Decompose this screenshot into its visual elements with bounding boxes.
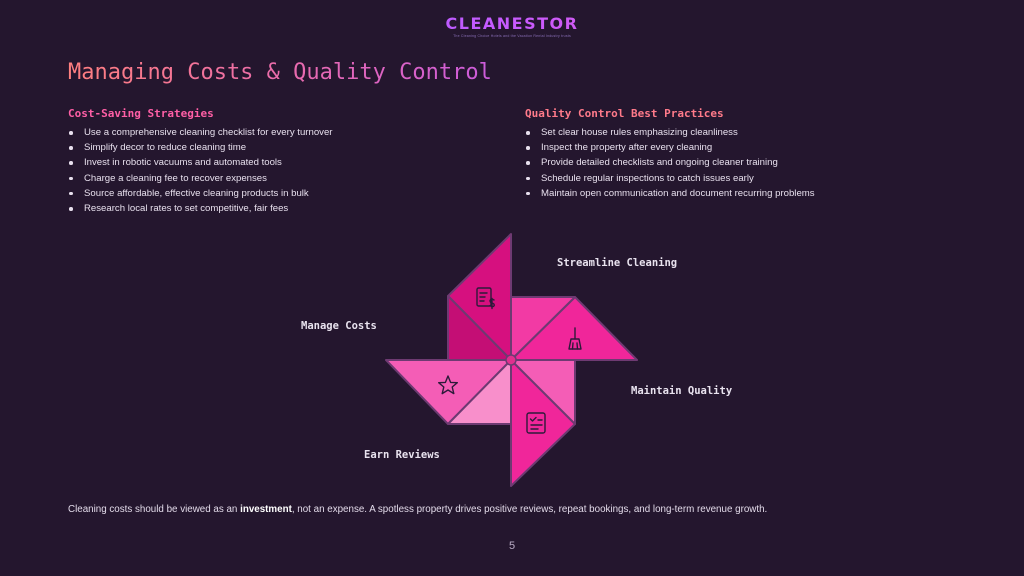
list-item: Research local rates to set competitive,… — [68, 201, 488, 216]
cost-saving-section: Cost-Saving Strategies Use a comprehensi… — [68, 107, 488, 216]
footer-emphasis: investment — [240, 504, 292, 515]
list-item: Simplify decor to reduce cleaning time — [68, 140, 488, 155]
page-title: Managing Costs & Quality Control — [68, 60, 492, 85]
brand-header: CLEANESTOR The Cleaning Choice Hotels an… — [0, 14, 1024, 38]
page-number: 5 — [508, 540, 516, 552]
footer-text-start: Cleaning costs should be viewed as an — [68, 504, 241, 515]
brand-tagline: The Cleaning Choice Hotels and the Vacat… — [453, 34, 571, 38]
brand-logo: CLEANESTOR — [0, 14, 1024, 33]
pinwheel-blade-bottom-inner — [510, 359, 576, 425]
checklist-icon — [526, 412, 546, 434]
list-item: Provide detailed checklists and ongoing … — [525, 155, 945, 170]
pinwheel-blade-right-inner — [510, 296, 576, 361]
broom-icon — [568, 327, 582, 350]
label-earn-reviews: Earn Reviews — [364, 449, 440, 461]
cost-saving-list: Use a comprehensive cleaning checklist f… — [68, 125, 488, 216]
quality-control-heading: Quality Control Best Practices — [525, 107, 724, 120]
label-manage-costs: Manage Costs — [301, 320, 377, 332]
star-icon — [438, 375, 458, 395]
list-item: Schedule regular inspections to catch is… — [525, 171, 945, 186]
pinwheel-hub — [505, 354, 517, 366]
quality-control-list: Set clear house rules emphasizing cleanl… — [525, 125, 945, 201]
footer-text-end: , not an expense. A spotless property dr… — [291, 504, 768, 515]
receipt-dollar-icon — [476, 287, 495, 310]
list-item: Set clear house rules emphasizing cleanl… — [525, 125, 945, 140]
list-item: Charge a cleaning fee to recover expense… — [68, 171, 488, 186]
label-streamline-cleaning: Streamline Cleaning — [557, 257, 678, 269]
list-item: Inspect the property after every cleanin… — [525, 140, 945, 155]
cost-saving-heading: Cost-Saving Strategies — [68, 107, 214, 120]
list-item: Source affordable, effective cleaning pr… — [68, 186, 488, 201]
list-item: Invest in robotic vacuums and automated … — [68, 155, 488, 170]
pinwheel-blade-left-inner — [447, 359, 512, 425]
label-maintain-quality: Maintain Quality — [631, 385, 733, 397]
quality-control-section: Quality Control Best Practices Set clear… — [525, 107, 945, 201]
list-item: Use a comprehensive cleaning checklist f… — [68, 125, 488, 140]
footer-note: Cleaning costs should be viewed as an in… — [68, 504, 767, 515]
list-item: Maintain open communication and document… — [525, 186, 945, 201]
